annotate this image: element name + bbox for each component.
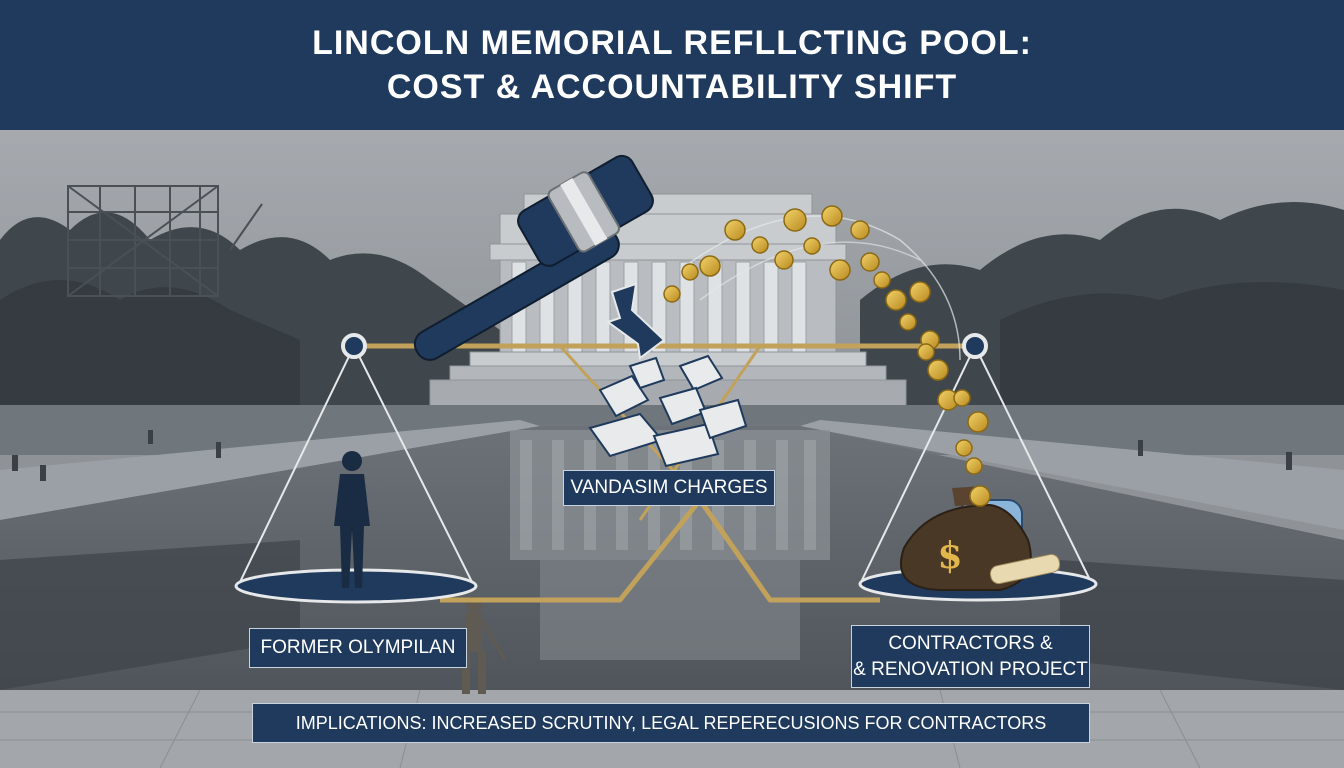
page-title-line-1: LINCOLN MEMORIAL REFLLCTING POOL: xyxy=(312,24,1032,62)
page-title-line-2: COST & ACCOUNTABILITY SHIFT xyxy=(386,68,958,106)
contractors-text-line-2: & RENOVATION PROJECT xyxy=(853,658,1088,680)
vandalism-charges-label: VANDASIM CHARGES xyxy=(563,470,775,506)
background-people xyxy=(12,430,1292,481)
former-olympian-label: FORMER OLYMPILAN xyxy=(249,628,467,668)
contractors-text-line-1: CONTRACTORS & xyxy=(888,632,1053,654)
worker-figure xyxy=(462,596,507,694)
coin-stream xyxy=(663,205,991,507)
gavel-icon xyxy=(413,154,654,361)
vandalism-charges-text: VANDASIM CHARGES xyxy=(570,477,768,498)
olympian-silhouette xyxy=(334,451,370,588)
title-banner: LINCOLN MEMORIAL REFLLCTING POOL: COST &… xyxy=(0,0,1344,130)
trees-left xyxy=(0,212,500,440)
impact-arrow-icon xyxy=(605,282,666,360)
former-olympian-text: FORMER OLYMPILAN xyxy=(260,637,456,658)
scaffolding xyxy=(67,185,263,297)
svg-text:$: $ xyxy=(937,535,962,577)
implications-banner: IMPLICATIONS: INCREASED SCRUTINY, LEGAL … xyxy=(252,703,1090,743)
implications-text: IMPLICATIONS: INCREASED SCRUTINY, LEGAL … xyxy=(295,712,1047,733)
trees-right xyxy=(860,202,1344,440)
contractors-label: CONTRACTORS & & RENOVATION PROJECT xyxy=(851,625,1090,688)
money-bag-icon: $ xyxy=(899,486,1061,591)
broken-stone-blocks xyxy=(588,354,748,468)
